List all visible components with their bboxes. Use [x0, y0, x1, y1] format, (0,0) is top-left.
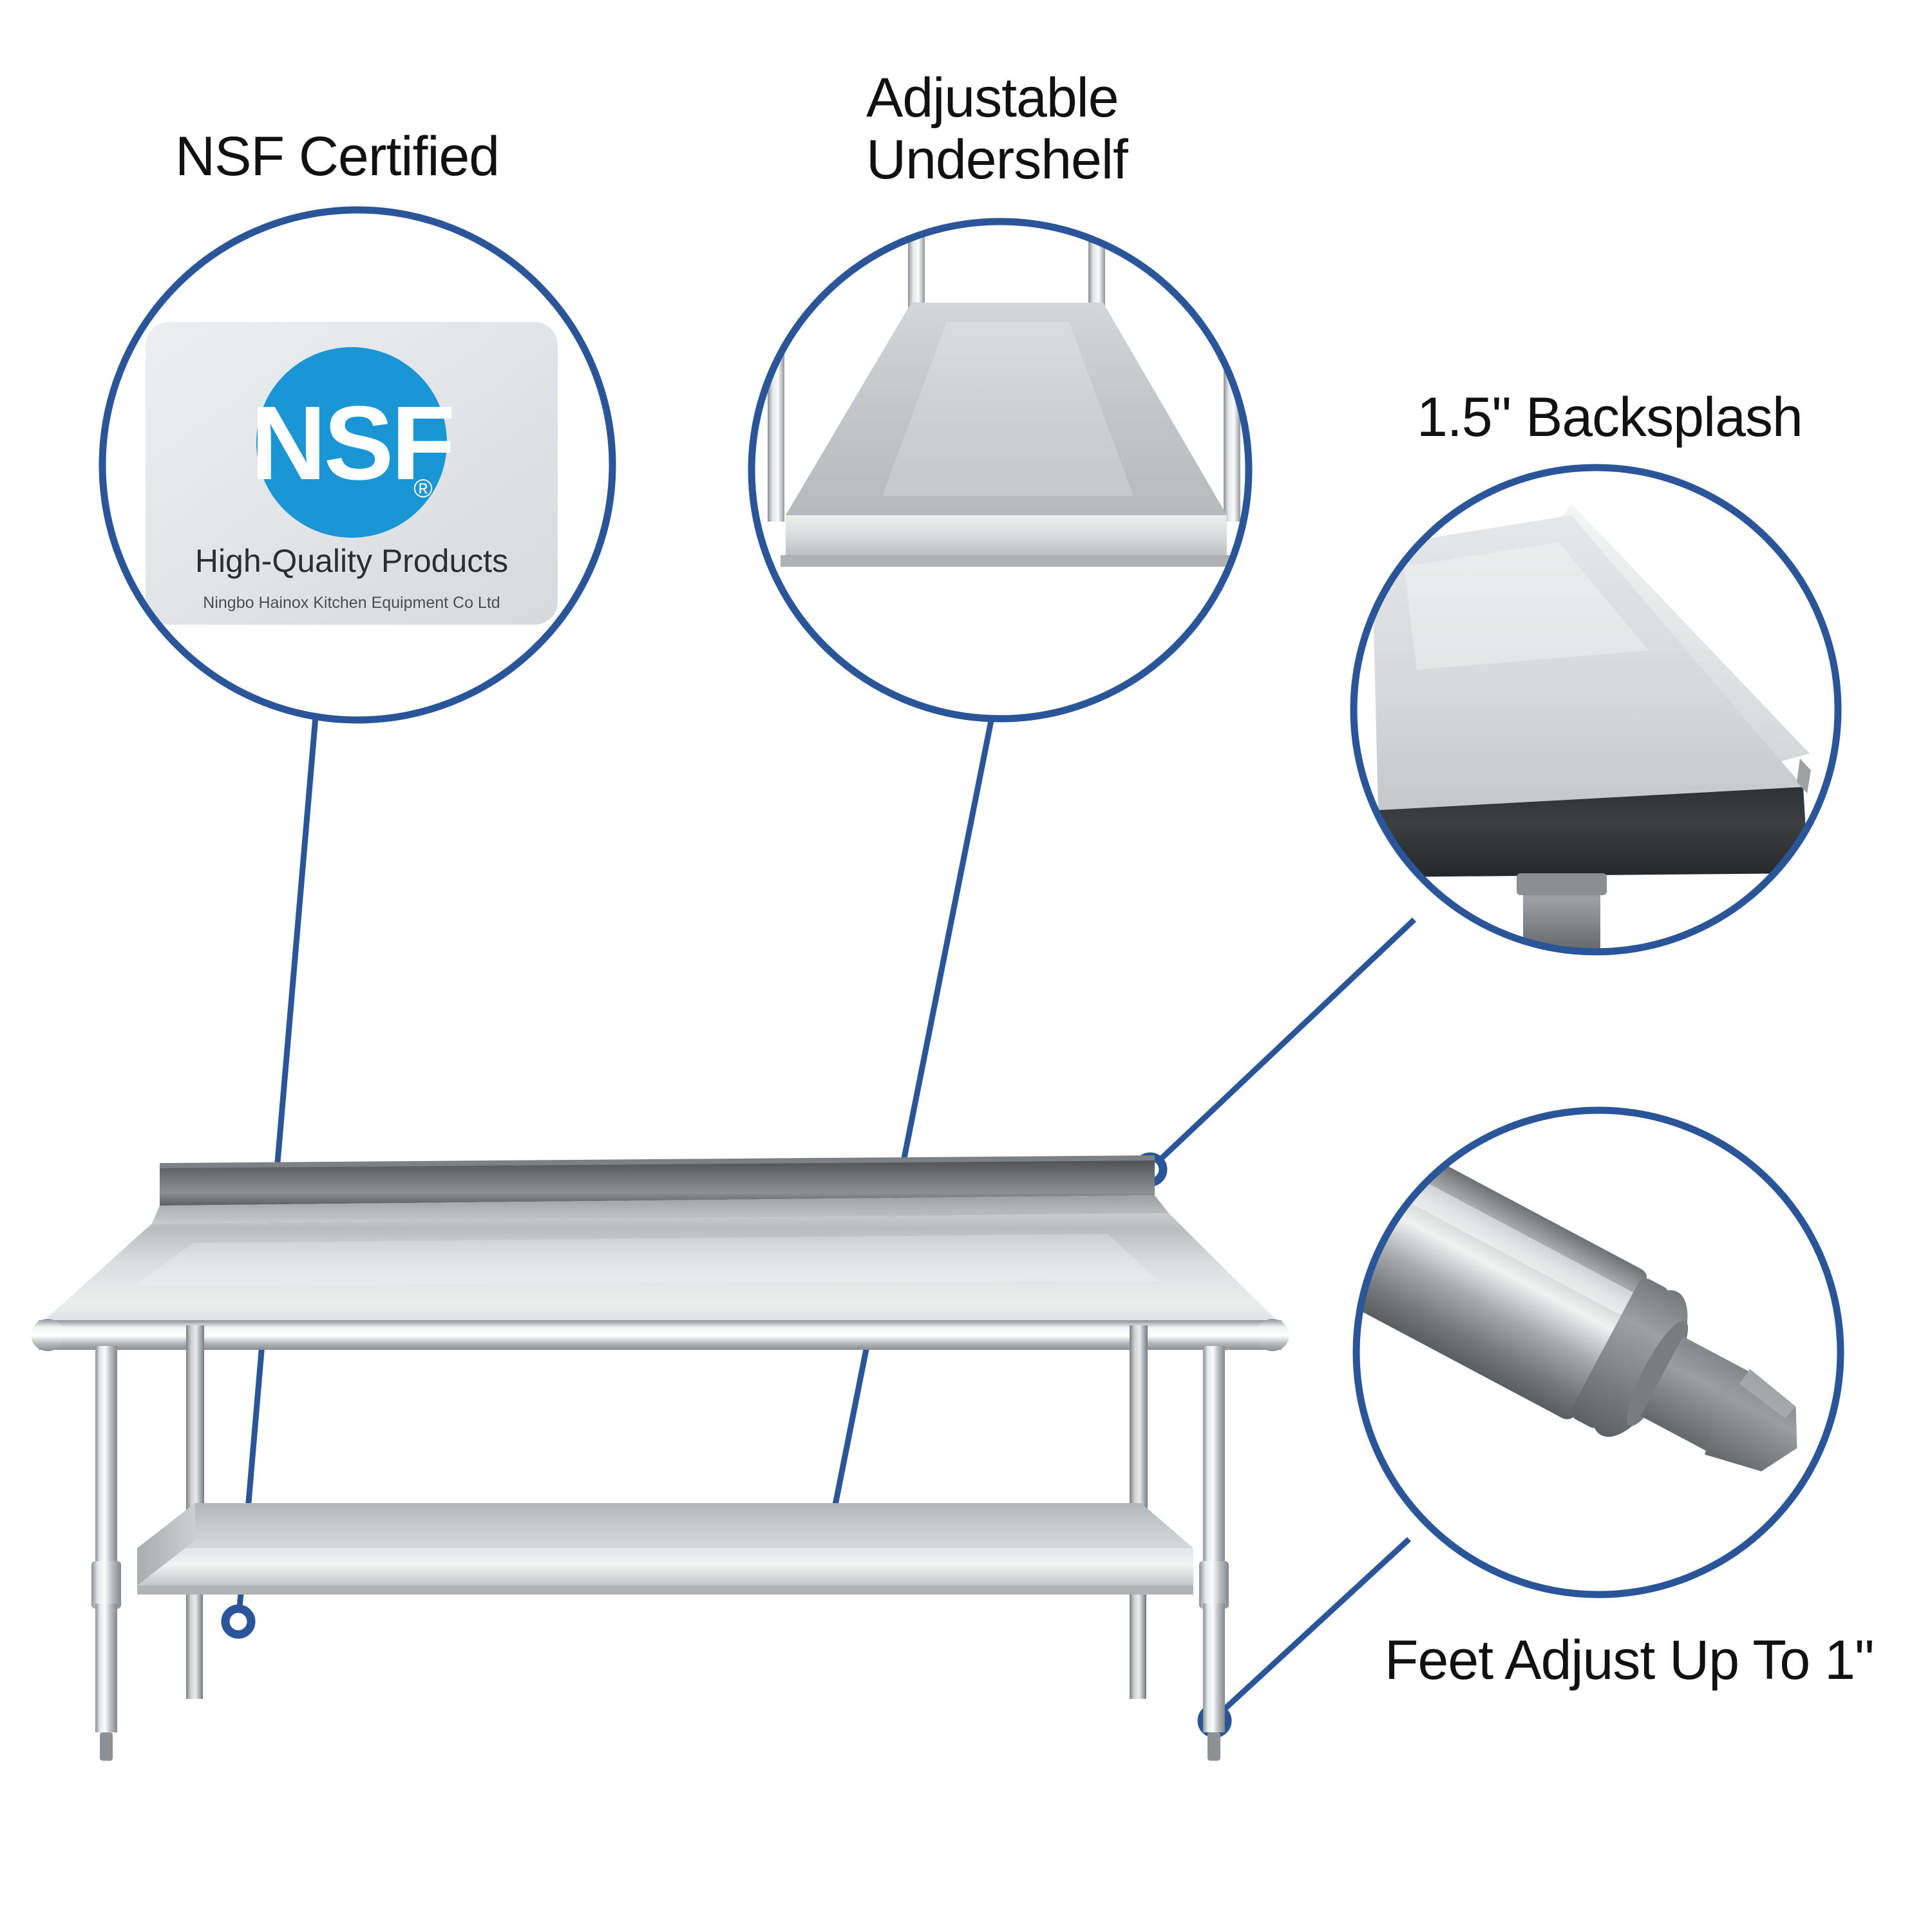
- leader-line-backsplash: [1157, 917, 1417, 1163]
- work-table-illustration: [31, 1155, 1289, 1761]
- backsplash-top-edge: [160, 1155, 1155, 1168]
- adjustable-foot-right: [1208, 1732, 1220, 1761]
- backsplash-return: [152, 1195, 1169, 1224]
- rolled-edge-right-cap: [1256, 1319, 1289, 1351]
- backsplash-detail-deck: [1372, 515, 1803, 810]
- undershelf-bottom-edge: [137, 1586, 1193, 1595]
- nsf-company: Ningbo Hainox Kitchen Equipment Co Ltd: [203, 594, 500, 612]
- callout-backsplash: [1350, 464, 1842, 956]
- callout-label-adjustable-undershelf: Adjustable Undershelf: [866, 67, 1128, 191]
- undershelf-detail-bottom-edge: [781, 555, 1232, 567]
- nsf-tagline: High-Quality Products: [195, 543, 508, 579]
- endpoint-nsf: [221, 1604, 256, 1639]
- collar-left: [91, 1561, 121, 1609]
- collar-right: [1199, 1561, 1229, 1609]
- callout-label-nsf-certified: NSF Certified: [175, 126, 500, 187]
- lower-leg-left: [95, 1604, 117, 1732]
- adjustable-foot-left: [100, 1732, 113, 1761]
- lower-legs-and-feet: [95, 1604, 1225, 1761]
- callout-label-adjustable-feet: Feet Adjust Up To 1": [1385, 1629, 1875, 1691]
- callout-ring-feet: [1352, 1106, 1844, 1598]
- foot-detail-washer: [1627, 1320, 1689, 1426]
- undershelf-left-return: [137, 1503, 195, 1586]
- work-surface: [39, 1213, 1282, 1325]
- undershelf: [137, 1503, 1193, 1595]
- undershelf-detail-sheen: [882, 322, 1133, 496]
- leg-mid-left: [186, 1325, 204, 1519]
- leader-line-undershelf: [828, 717, 995, 1528]
- leg-collars: [91, 1561, 1229, 1609]
- rolled-edge-left-cap: [31, 1319, 64, 1351]
- callout-ring-nsf: [99, 206, 616, 724]
- backsplash: [152, 1155, 1169, 1224]
- work-surface-sheen: [135, 1234, 1159, 1285]
- undershelf-detail-top: [786, 303, 1227, 515]
- foot-detail-tube: [1356, 1156, 1647, 1419]
- nsf-logo-circle: [256, 347, 447, 538]
- foot-detail-hex-facet: [1739, 1369, 1796, 1419]
- callout-nsf-certified: NSF ® High-Quality Products Ningbo Haino…: [99, 206, 616, 724]
- foot-detail-shoulder: [1591, 1290, 1688, 1437]
- rolled-front-edge: [39, 1320, 1282, 1350]
- backsplash-detail-deck-sheen: [1404, 542, 1649, 670]
- undershelf-detail-front: [786, 515, 1227, 555]
- foot-detail-tube-highlight: [1405, 1177, 1634, 1316]
- backsplash-face: [160, 1159, 1155, 1206]
- callout-adjustable-undershelf: [748, 218, 1253, 723]
- backsplash-detail-leg-collar: [1517, 873, 1607, 895]
- callout-ring-undershelf: [748, 218, 1253, 723]
- callout-adjustable-feet: [1352, 1106, 1844, 1598]
- callout-ring-backsplash: [1350, 464, 1842, 956]
- lower-leg-right: [1203, 1604, 1225, 1732]
- backsplash-detail-wall-edge: [1797, 759, 1811, 793]
- undershelf-top: [137, 1503, 1193, 1548]
- nsf-sticker: NSF ® High-Quality Products Ningbo Haino…: [146, 322, 558, 625]
- undershelf-front: [137, 1548, 1193, 1586]
- nsf-logo-text: NSF: [251, 384, 453, 502]
- leg-mid-right: [1130, 1325, 1148, 1519]
- leader-line-feet: [1220, 1537, 1412, 1714]
- callout-label-backsplash: 1.5" Backsplash: [1417, 386, 1803, 448]
- nsf-registered-mark: ®: [413, 475, 432, 503]
- backsplash-detail-apron: [1378, 787, 1808, 877]
